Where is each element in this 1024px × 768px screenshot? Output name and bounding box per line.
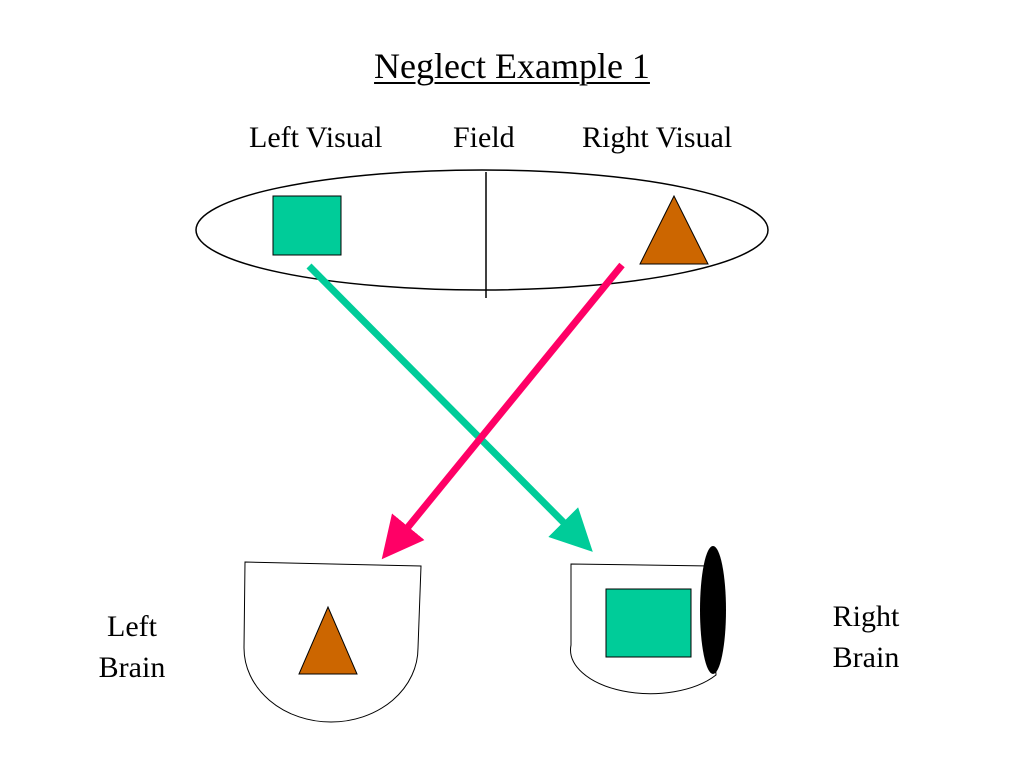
left-brain-label-line1: Left (107, 610, 157, 643)
arrow-left-field-to-right-brain (306, 263, 593, 552)
field-label: Field (453, 121, 515, 154)
right-brain-lesion (700, 546, 726, 674)
left-brain-triangle (298, 605, 358, 675)
right-brain-label-line1: Right (832, 600, 900, 633)
right-visual-label: Right Visual (582, 121, 733, 154)
right-brain-label-line2: Brain (832, 641, 900, 674)
right-brain-label: Right Brain (806, 596, 926, 678)
left-brain-label-line2: Brain (98, 651, 166, 684)
visual-field-ellipse (195, 169, 769, 291)
left-field-square (272, 195, 342, 256)
right-brain-square (605, 588, 692, 658)
left-brain-label: Left Brain (72, 606, 192, 688)
left-visual-label: Left Visual (249, 121, 383, 154)
page-title: Neglect Example 1 (374, 46, 650, 86)
right-field-triangle (639, 194, 709, 265)
arrow-right-field-to-left-brain (381, 262, 625, 560)
